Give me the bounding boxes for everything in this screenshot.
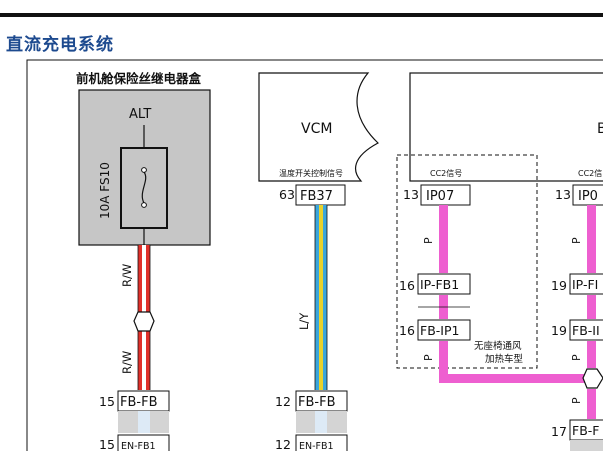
c16-fbip-pin: 16 [399,323,415,338]
vcm-module [258,72,380,182]
c15-fbfb-name: FB-FB [120,395,157,410]
c12-fbfb-name: FB-FB [298,395,335,410]
wire-label-rw-upper: R/W [120,264,134,287]
connector-16-ipfb [417,273,471,295]
c15-enfb-pin: 15 [99,437,115,451]
c12-enfb-name: EN-FB1 [299,441,334,451]
header-bar [0,0,603,17]
note-line-2: 加热车型 [485,353,524,365]
c19-fbi-pin: 19 [551,323,567,338]
cc2-left-pin: 13 [403,187,419,202]
wire-label-p3: P [570,237,583,244]
fuse-icon [141,167,147,208]
connector-16-fbip [417,319,471,341]
c19-fbi-name: FB-II [572,323,600,338]
c16-ipfb-name: IP-FB1 [420,277,459,292]
wire-label-p4: P [570,354,583,361]
wire-ly [314,205,328,390]
alt-label: ALT [129,107,151,122]
c16-ipfb-pin: 16 [399,278,415,293]
cc2-right-connector: IP0 [578,189,598,204]
c12-enfb-pin: 12 [275,437,291,451]
c12-fbfb-pin: 12 [275,394,291,409]
wire-label-p2: P [422,354,435,361]
vcm-label: VCM [301,121,332,137]
splice-connector [133,311,155,332]
cc2-left-signal: CC2信号 [430,168,462,178]
wire-label-p5: P [570,397,583,404]
connector-12-enfb [295,434,348,451]
splice-connector-right [582,368,603,389]
c17-fbf-name: FB-F [572,423,599,438]
c15-enfb-name: EN-FB1 [121,441,156,451]
wire-label-ly: L/Y [297,312,311,330]
optional-circuit-box [396,154,538,369]
connector-19-fbi [569,319,603,341]
cc2-right-signal: CC2信 [578,168,602,178]
section-title: 直流充电系统 [6,35,114,55]
diagram-frame [26,59,603,451]
vcm-signal-label: 温度开关控制信号 [279,168,343,178]
connector-15-enfb [117,434,170,451]
wire-label-rw-lower: R/W [120,351,134,374]
c19-ipf-pin: 19 [551,278,567,293]
c16-fbip-name: FB-IP1 [420,323,459,338]
cc2-right-pin: 13 [555,187,571,202]
c17-fbf-pin: 17 [551,424,567,439]
cc2-left-connector: IP07 [426,189,454,204]
fuse-box-title: 前机舱保险丝继电器盒 [76,71,202,86]
wire-label-p1: P [422,237,435,244]
wire-pink-right [587,205,596,419]
note-line-1: 无座椅通风 [474,340,522,352]
connector-19-ipf [569,273,603,295]
c19-ipf-name: IP-FI [572,277,598,292]
vcm-connector-label: FB37 [300,189,333,204]
module-b [409,72,603,182]
c15-fbfb-pin: 15 [99,394,115,409]
module-b-label: B [597,121,603,137]
vcm-pin: 63 [279,187,295,202]
fuse-label: 10A FS10 [98,162,112,219]
